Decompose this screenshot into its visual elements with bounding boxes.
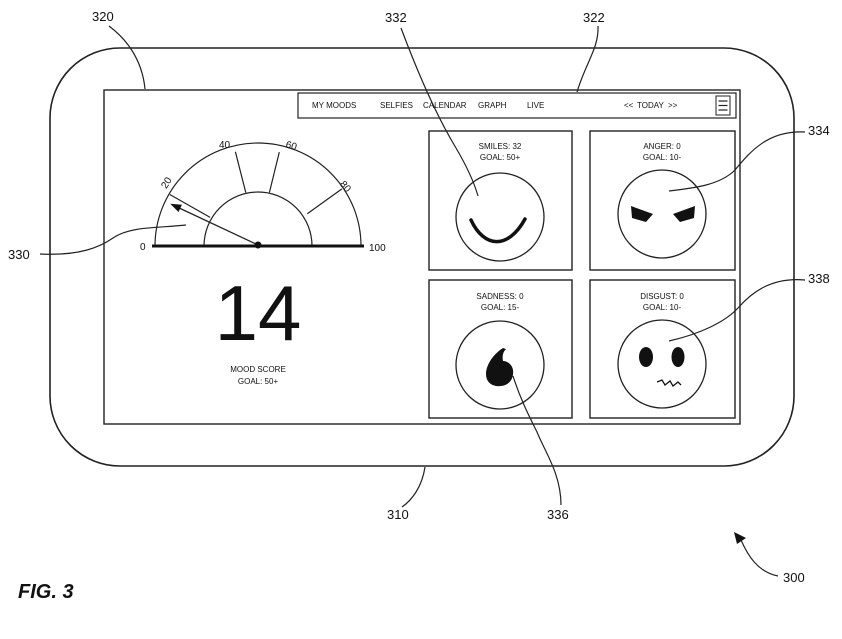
ref-332: 332 (385, 10, 407, 25)
anger-goal: GOAL: 10- (643, 153, 682, 162)
gauge-label-40: 40 (219, 140, 231, 151)
mood-score-value: 14 (215, 269, 302, 357)
smiles-count: SMILES: 32 (479, 142, 522, 151)
teardrop-icon (486, 348, 514, 387)
anger-count: ANGER: 0 (643, 142, 681, 151)
mood-score-goal: GOAL: 50+ (238, 377, 279, 386)
gauge-needle-tip (170, 203, 182, 212)
figure-label: FIG. 3 (18, 581, 74, 603)
smile-face-icon (469, 217, 527, 244)
angry-eyes-icon (631, 206, 695, 222)
nav-bar: MY MOODS SELFIES CALENDAR GRAPH LIVE << … (297, 92, 737, 119)
nav-item-graph[interactable]: GRAPH (478, 101, 507, 110)
nav-prev-button[interactable]: << (624, 101, 634, 110)
gauge-label-0: 0 (140, 242, 146, 253)
anger-tile[interactable]: ANGER: 0 GOAL: 10- (589, 130, 736, 271)
gauge-label-60: 60 (284, 140, 298, 154)
nav-item-my-moods[interactable]: MY MOODS (312, 101, 356, 110)
disgust-goal: GOAL: 10- (643, 303, 682, 312)
mood-score-label: MOOD SCORE (230, 365, 286, 374)
ref-300: 300 (783, 570, 805, 585)
gauge-needle (171, 204, 259, 246)
ref-310: 310 (387, 507, 409, 522)
annotations: 310 320 322 330 332 334 336 338 300 (8, 9, 830, 585)
gauge-pivot (254, 241, 262, 249)
sadness-count: SADNESS: 0 (476, 292, 524, 301)
nav-item-live[interactable]: LIVE (527, 101, 544, 110)
disgust-tile[interactable]: DISGUST: 0 GOAL: 10- (589, 279, 736, 419)
ref-336: 336 (547, 507, 569, 522)
ref-338: 338 (808, 271, 830, 286)
nav-next-button[interactable]: >> (668, 101, 678, 110)
smiles-tile[interactable]: SMILES: 32 GOAL: 50+ (428, 130, 573, 271)
nav-item-selfies[interactable]: SELFIES (380, 101, 413, 110)
ref-322: 322 (583, 10, 605, 25)
ref-334: 334 (808, 123, 830, 138)
sadness-tile[interactable]: SADNESS: 0 GOAL: 15- (428, 279, 573, 419)
disgust-count: DISGUST: 0 (640, 292, 684, 301)
hamburger-menu-icon[interactable] (715, 95, 731, 116)
gauge-label-80: 80 (337, 179, 353, 195)
sadness-goal: GOAL: 15- (481, 303, 520, 312)
ref-320: 320 (92, 9, 114, 24)
screen (103, 89, 741, 425)
ref-330: 330 (8, 247, 30, 262)
nav-date-label: TODAY (637, 101, 664, 110)
smiles-goal: GOAL: 50+ (480, 153, 521, 162)
mood-gauge: 0 20 40 60 80 100 (140, 140, 386, 254)
nav-item-calendar[interactable]: CALENDAR (423, 101, 467, 110)
disgust-face-icon (639, 347, 685, 387)
gauge-label-100: 100 (369, 243, 386, 254)
device-body (49, 47, 795, 467)
